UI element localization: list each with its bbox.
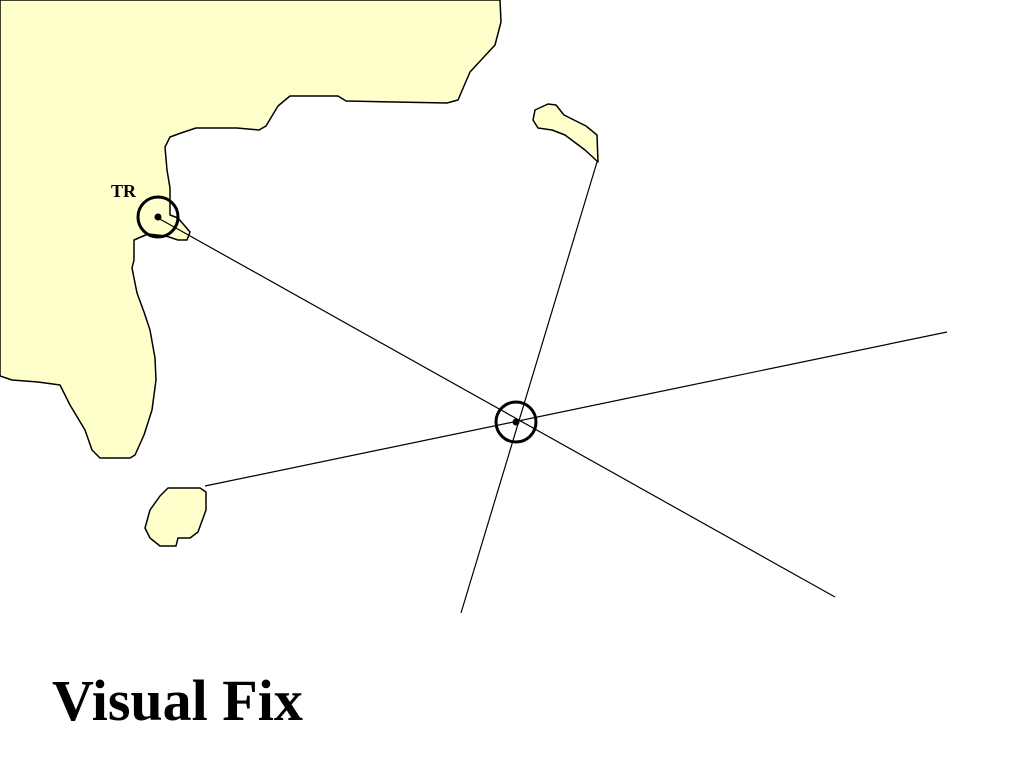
fix-position-dot bbox=[512, 418, 520, 426]
bearing-line-south-islet bbox=[204, 331, 948, 487]
nautical-chart: TR bbox=[0, 0, 948, 614]
bearing-line-tr bbox=[157, 217, 836, 598]
slide-title: Visual Fix bbox=[52, 668, 303, 733]
landmark-tr-circle bbox=[136, 195, 180, 239]
landmark-tr-label: TR bbox=[111, 181, 137, 201]
northern-islet bbox=[532, 103, 599, 163]
bearing-line-north-islet bbox=[460, 161, 598, 614]
fix-position-circle bbox=[494, 400, 538, 444]
landmark-tr-dot bbox=[154, 213, 162, 221]
southern-islet bbox=[144, 487, 207, 547]
mainland-coast bbox=[0, 0, 502, 459]
